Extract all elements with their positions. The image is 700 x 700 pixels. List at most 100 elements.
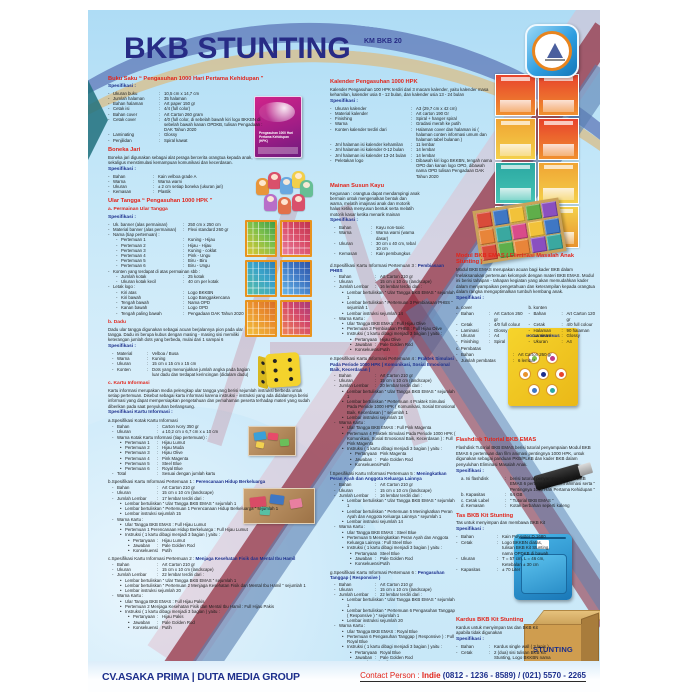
spec-row: -Cetak:Logo BKKBN diatas, tulisan BKB Ki… [456, 540, 552, 557]
spec-group: b.Spesifikasi Kartu Informasi Pertemuan … [108, 479, 312, 553]
spec-label: Spesifikasi : [108, 166, 136, 172]
spec-label-text: Konsekuensi [355, 461, 380, 467]
wood-block [492, 208, 510, 226]
spec-row: -Penjilidan:Spiral kawat [108, 138, 268, 143]
section-heading: c.Spesifikasi Kartu Informasi Pertemuan … [108, 556, 312, 561]
spec-group: -Bahan:Art Carton 210 gr-Ukuran:15 cm x … [330, 582, 456, 666]
contact-line: Contact Person : Indie (0812 - 1236 - 85… [360, 671, 586, 682]
kalender-page [495, 118, 536, 160]
contact-label: Contact Person : [360, 671, 422, 680]
spec-text: •Lembar bertuliskan “ Ular Tangga BKB EM… [342, 498, 456, 508]
spec-text-value: Lembar bertuliskan “ Ular Tangga BKB EMA… [347, 388, 455, 399]
spec-label-text: Tengah paling bawah [121, 310, 162, 316]
spec-group: -Bahan:Art Carton 210 gr-Ukuran:15 cm x … [330, 274, 456, 353]
title-badge: KM BKB 20 [364, 38, 402, 45]
spec-value: Spiral kawat [164, 137, 188, 143]
spec-label-text: d. Kemasan [461, 503, 485, 509]
spec-label: Spesifikasi : [108, 83, 136, 89]
spec-text: •Pertemuan 5 Meningkatkan Peran Ayah dan… [342, 535, 456, 545]
spec-text: •Lembar bertuliskan “ Ular Tangga BKB EM… [342, 597, 456, 607]
asaka-logo-icon [525, 24, 579, 78]
spec-group: -Bahan:Art Carton 210 gr-Ukuran:15 cm x … [330, 373, 456, 467]
spec-label-text: Tengah bawah [121, 300, 149, 306]
spec-value: 30 cm x 40 cm, tebal 10 cm [376, 240, 416, 252]
spec-group: -Bahan:Kayu non-toxic-Warna:Warna warni … [330, 225, 420, 256]
spec-value: Sesuai dengan jumlah kartu [162, 471, 216, 477]
bullet: - [112, 366, 114, 372]
spec-text-value: Lembar bertuliskan “ Pertemuan 4 Praktek… [347, 399, 456, 415]
colon: : [147, 350, 149, 356]
bullet: - [108, 226, 110, 232]
spec-row: •Konsekuensi:Putih [350, 561, 456, 566]
spec-label-text: Kemasan [113, 189, 132, 195]
spec-row: -Total:Sesuai dengan jumlah kartu [112, 471, 312, 476]
spec-label-text: Kiri bawah [121, 294, 142, 300]
spec-row: -Bahan:Art Carton 120 gr [529, 311, 598, 322]
section-description: Modul BKB EMAS merupakan acuan bagi kade… [456, 267, 595, 295]
colon: : [147, 361, 149, 367]
section-heading: Buku Saku “ Pengasuhan 1000 Hari Pertama… [108, 76, 264, 82]
section-kartu-p3: d.Spesifikasi Kartu Informasi Pertemuan … [330, 263, 456, 353]
spec-label-text: Warna [339, 230, 352, 236]
spec-label-text: Ukuran [461, 556, 476, 562]
section-heading: Boneka Jari [108, 146, 141, 153]
spec-value: Kotak berbahan seperti kaleng [510, 503, 570, 509]
spec-label-text: Cetak isi [113, 106, 130, 112]
spec-text: -Letak logo : [108, 284, 260, 289]
section-heading: Tas BKB Kit Stunting [456, 512, 514, 519]
bullet: - [108, 184, 110, 189]
spec-row: •Konsekuensi:Putih [128, 548, 312, 553]
spec-group: -Ukuran buku:10,5 cm x 14,7 cm-Jumlah ha… [108, 91, 268, 143]
kalender-page [495, 74, 536, 116]
spec-label-text: Bahan [461, 311, 474, 317]
spec-value: 4/0 (full color, di sebelah bawah kiri l… [164, 116, 263, 133]
spec-row: -Tengah paling bawah:Pengadaan DAK Tahun… [116, 311, 260, 316]
bullet: - [108, 232, 110, 238]
wood-block [543, 217, 561, 235]
bullet: - [108, 116, 110, 122]
spec-label-text: Uk. banner (alas permainan) [113, 221, 168, 227]
bullet: - [112, 356, 114, 362]
bullet: - [116, 263, 118, 269]
spec-text: •Lembar bertuliskan “ Ular Tangga BKB EM… [342, 389, 456, 399]
spec-label-text: Konsekuensi [133, 624, 158, 630]
spec-row: -Ukuran:A4 [529, 339, 598, 345]
spec-label-text: Penjilidan [113, 137, 132, 143]
spec-row: •Konsekuensi:Putih [350, 462, 456, 467]
spec-text-value: Lembar bertuliskan “ Pertemuan 5 Meningk… [347, 508, 453, 519]
bullet: - [108, 221, 110, 227]
section-kartu-p6: g.Spesifikasi Kartu Informasi Pertemuan … [330, 570, 456, 665]
section-heading: b.Spesifikasi Kartu Informasi Pertemuan … [108, 479, 312, 484]
bullet: - [108, 178, 110, 184]
spec-label-text: Bahan [113, 173, 126, 179]
spec-value: Putih [380, 461, 390, 467]
bullet: - [116, 242, 118, 248]
section-description: Kegunaan : orangtua dapat mendampingi an… [330, 190, 420, 217]
spec-text-value: Pertemuan 6 Pengasuhan Tanggap ( Respons… [347, 633, 454, 645]
wood-block [510, 222, 529, 240]
wood-block [527, 219, 545, 237]
spec-row: -Konten:Dots yang menunjukkan jumlah ang… [112, 367, 256, 377]
spec-label-text: Ukuran [113, 184, 127, 189]
spec-label-text: Konsekuensi [355, 347, 380, 353]
spec-value: 40 cm per kotak [188, 279, 219, 285]
spec-text-value: Pertemuan 5 Meningkatkan Peran Ayah dan … [347, 534, 449, 546]
spec-row: -Ukuran:T = 57 cm, L = 46 cm, Ketebalan … [456, 556, 552, 567]
wood-block [508, 206, 526, 224]
spec-text: •Pertemuan 4 Praktek Simulasi Pada Perio… [342, 431, 456, 447]
spec-label-text: Total [117, 471, 127, 477]
bullet: - [108, 90, 110, 96]
spec-group: -Bahan:Kain velboa grade A-Warna:Warna w… [108, 174, 262, 195]
spec-text: •Lembar bertuliskan “ Pertemuan 4 Prakte… [342, 399, 456, 415]
bullet: - [108, 189, 110, 195]
spec-row: -Kemasan:Plastik [108, 189, 262, 194]
heading-prefix: c.Spesifikasi Kartu Informasi Pertemuan … [108, 555, 196, 561]
group-header: b. konten [528, 305, 548, 311]
spec-label-text: Konsekuensi [133, 548, 158, 554]
colon: : [153, 184, 155, 189]
spec-label: Spesifikasi : [330, 218, 358, 224]
